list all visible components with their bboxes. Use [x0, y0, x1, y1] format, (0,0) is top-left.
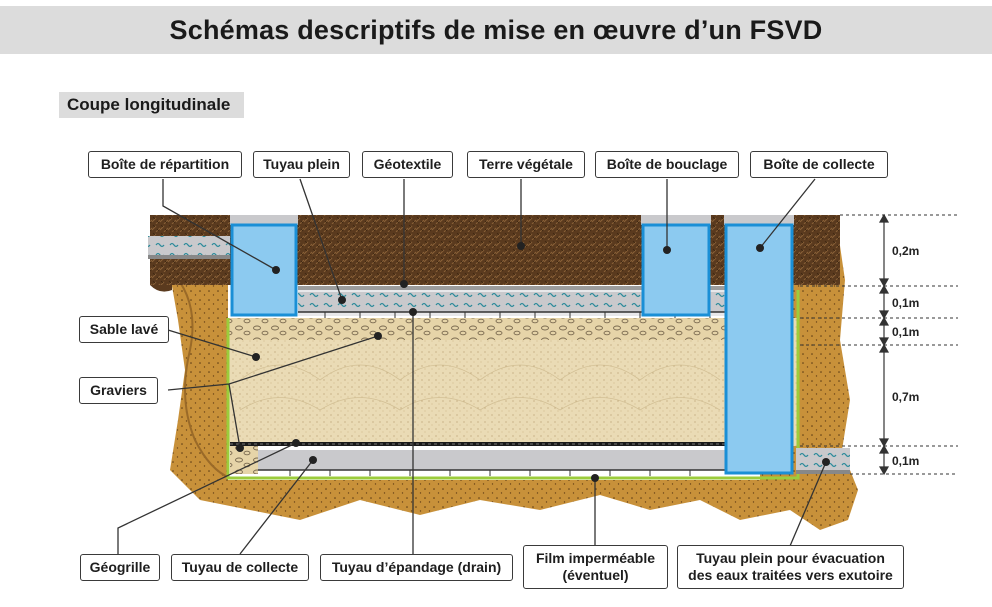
- loop-box: [641, 223, 711, 317]
- dim-topsoil: 0,2m: [892, 244, 920, 258]
- label-geogrid: Géogrille: [80, 554, 160, 581]
- gravel-layer: [228, 318, 726, 340]
- label-washed-sand: Sable lavé: [79, 316, 169, 343]
- label-gravel: Graviers: [79, 377, 158, 404]
- film-line-1: Film imperméable: [535, 550, 656, 566]
- dim-sand: 0,7m: [892, 390, 920, 404]
- label-distribution-box: Boîte de répartition: [88, 151, 242, 178]
- distribution-box: [230, 223, 298, 317]
- label-solid-pipe: Tuyau plein: [253, 151, 350, 178]
- label-loop-box: Boîte de bouclage: [595, 151, 739, 178]
- section-subtitle: Coupe longitudinale: [59, 92, 245, 118]
- label-geotextile: Géotextile: [362, 151, 453, 178]
- dim-gravel: 0,1m: [892, 325, 920, 339]
- label-impermeable-film: Film imperméable (éventuel): [523, 545, 668, 589]
- dim-collecting: 0,1m: [892, 454, 920, 468]
- label-spreading-pipe: Tuyau d’épandage (drain): [320, 554, 513, 581]
- title-bar: Schémas descriptifs de mise en œuvre d’u…: [0, 6, 992, 54]
- outlet-line-2: des eaux traitées vers exutoire: [688, 567, 893, 583]
- label-collecting-pipe: Tuyau de collecte: [171, 554, 309, 581]
- collecting-pipe: [258, 450, 726, 470]
- dim-geotextile: 0,1m: [892, 296, 920, 310]
- label-collection-box: Boîte de collecte: [750, 151, 888, 178]
- label-topsoil: Terre végétale: [467, 151, 585, 178]
- label-outlet-pipe: Tuyau plein pour évacuation des eaux tra…: [677, 545, 904, 589]
- page-title: Schémas descriptifs de mise en œuvre d’u…: [169, 14, 823, 45]
- film-line-2: (éventuel): [562, 567, 629, 583]
- impermeable-film: [226, 290, 800, 480]
- outlet-line-1: Tuyau plein pour évacuation: [696, 550, 885, 566]
- inlet-pipe: [148, 236, 230, 258]
- spreading-pipe: [298, 292, 726, 312]
- collection-box: [724, 223, 794, 475]
